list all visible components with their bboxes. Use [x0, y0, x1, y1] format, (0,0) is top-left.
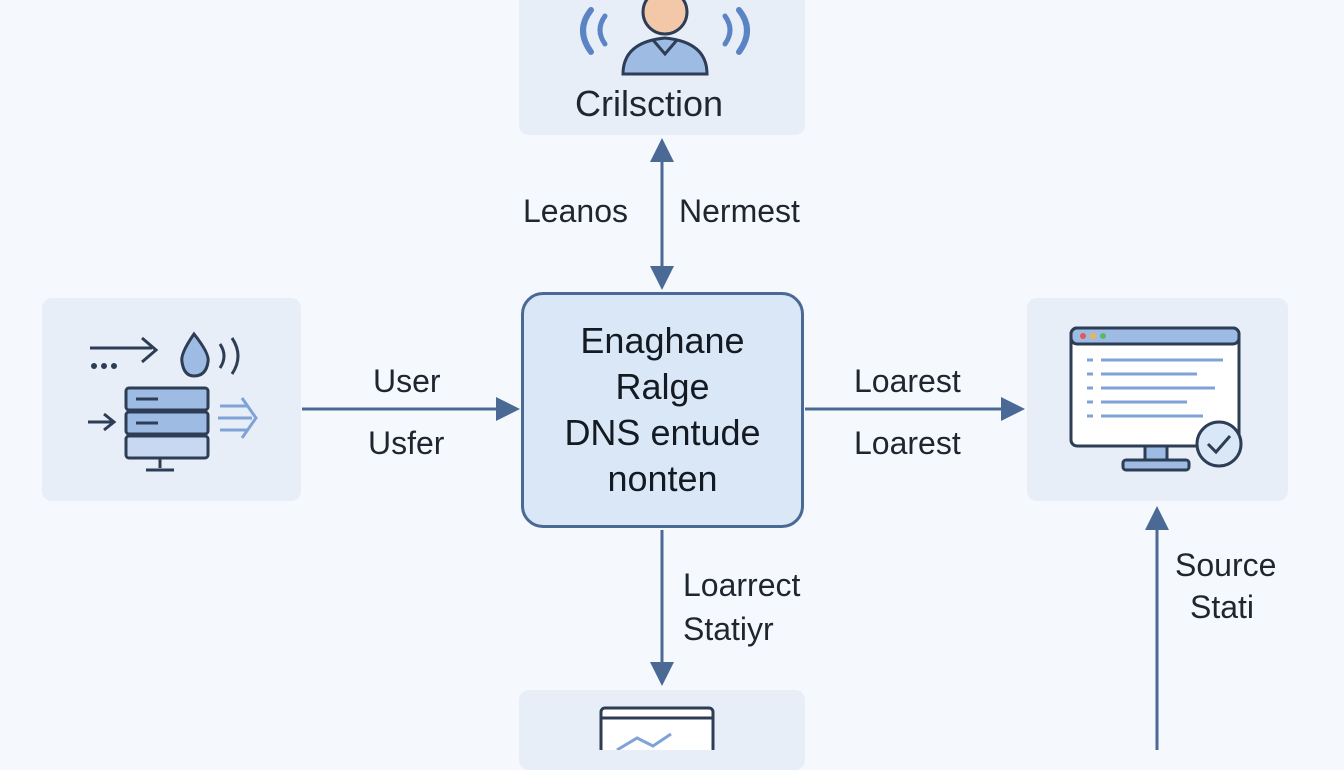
right-node[interactable]	[1027, 298, 1288, 501]
edge-far-right-arrowhead	[1145, 506, 1169, 530]
edge-label-far-right-1: Source	[1175, 547, 1277, 583]
edges	[302, 138, 1169, 750]
edge-label-bottom-1: Loarrect	[683, 567, 801, 603]
browser-chart-icon	[599, 706, 715, 750]
edge-label-right-2: Loarest	[854, 425, 961, 461]
center-line-3: DNS entude	[564, 412, 761, 453]
center-line-2: Ralge	[615, 366, 710, 407]
center-line-4: nonten	[607, 458, 718, 499]
left-node[interactable]	[42, 298, 301, 501]
top-node[interactable]: Crilsction	[519, 0, 805, 135]
center-line-1: Enaghane	[580, 320, 745, 361]
user-broadcast-icon	[580, 0, 750, 76]
server-network-icon	[88, 331, 258, 472]
edge-top-arrowhead-down	[650, 266, 674, 290]
edge-right-arrowhead	[1001, 397, 1025, 421]
center-node[interactable]: Enaghane Ralge DNS entude nonten	[521, 292, 804, 528]
top-node-label: Crilsction	[575, 83, 724, 124]
edge-label-bottom-2: Statiyr	[683, 611, 774, 647]
edge-top-arrowhead-up	[650, 138, 674, 162]
edge-label-top-right: Nermest	[679, 193, 800, 229]
edge-left-arrowhead	[496, 397, 520, 421]
edge-bottom-arrowhead	[650, 662, 674, 686]
monitor-check-icon	[1069, 326, 1243, 472]
edge-label-left-1: User	[373, 363, 441, 399]
edge-label-left-2: Usfer	[368, 425, 445, 461]
edge-label-top-left: Leanos	[523, 193, 628, 229]
edge-label-right-1: Loarest	[854, 363, 961, 399]
edge-label-far-right-2: Stati	[1190, 589, 1255, 625]
